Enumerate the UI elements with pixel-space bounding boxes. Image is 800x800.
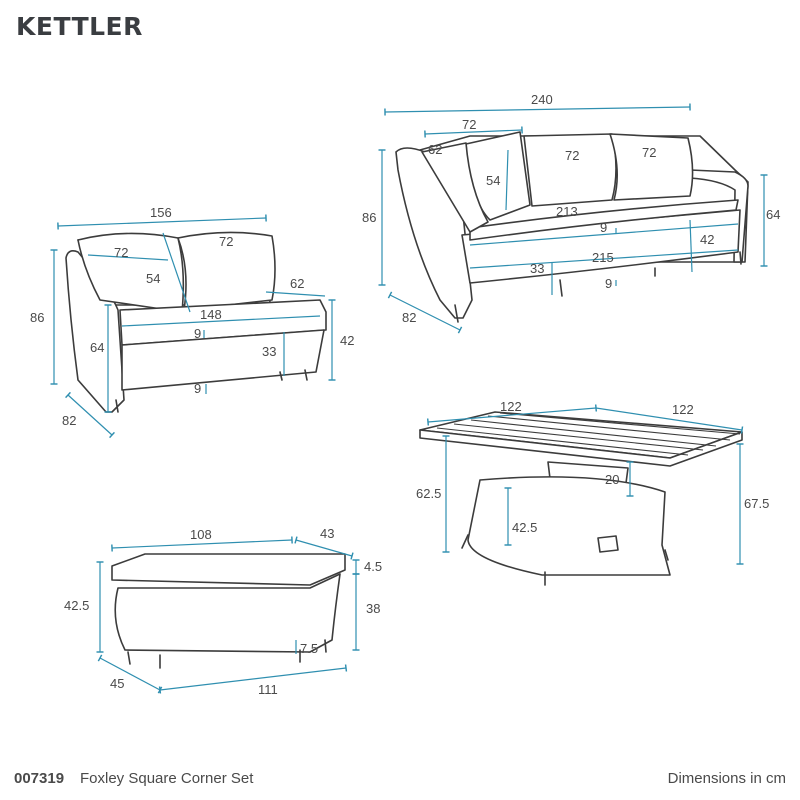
sofa2-back-height-label: 54 (146, 271, 160, 286)
sofa3-back-cushion-3 (609, 133, 694, 201)
sofa3-corner-depth-label: 62 (428, 142, 442, 157)
sofa2-base (121, 329, 325, 391)
sofa3-height-label: 86 (362, 210, 376, 225)
sofa2-cushion-2-width-label: 72 (219, 234, 233, 249)
sofa2-cushion-1-width-label: 72 (114, 245, 128, 260)
sofa3-depth-label: 82 (402, 310, 416, 325)
sofa3-seat-height-label: 42 (700, 232, 714, 247)
bench-width-label: 108 (190, 527, 212, 542)
bench-base-width-label: 111 (258, 682, 278, 697)
product-code: 007319 (14, 770, 65, 787)
bench-depth-label: 45 (110, 676, 124, 691)
sofa2-depth-label: 82 (62, 413, 76, 428)
table-low-height-label: 62.5 (416, 486, 441, 501)
bench (111, 553, 346, 669)
sofa3-width-label: 240 (531, 92, 553, 107)
units-note: Dimensions in cm (667, 770, 786, 787)
sofa3-seat-width-label: 213 (556, 204, 578, 219)
sofa3-seat-cushion (469, 199, 739, 241)
bench-depth-top-label: 43 (320, 526, 334, 541)
rising-table (419, 411, 743, 586)
table-dimension-labels: 122 122 20 62.5 67.5 42.5 (416, 399, 769, 535)
bench-top-thickness-label: 4.5 (364, 559, 382, 574)
sofa2-seat-width-label: 148 (200, 307, 222, 322)
bench-body-height-label: 38 (366, 601, 380, 616)
table-column-label: 20 (605, 472, 619, 487)
sofa2-seat-height-label: 42 (340, 333, 354, 348)
sofa3-cushion-3-width-label: 72 (642, 145, 656, 160)
sofa2-seat-depth-label: 62 (290, 276, 304, 291)
sofa2-width-label: 156 (150, 205, 172, 220)
sofa3-back-cushion-2 (523, 133, 617, 207)
table-width-label: 122 (500, 399, 522, 414)
table-high-height-label: 67.5 (744, 496, 769, 511)
sofa2-dimension-labels: 156 72 72 54 62 148 9 86 64 33 42 9 82 (30, 205, 354, 428)
sofa2-cushion-thickness-label: 9 (194, 326, 201, 341)
sofa2-leg-height-label: 9 (194, 381, 201, 396)
bench-body (114, 573, 341, 653)
product-name: Foxley Square Corner Set (80, 770, 254, 787)
bench-leg-height-label: 7.5 (300, 641, 318, 656)
sofa3-arm-height-label: 64 (766, 207, 780, 222)
sofa2-base-height-label: 33 (262, 344, 276, 359)
sofa3-back-height-label: 54 (486, 173, 500, 188)
sofa3-base-width-label: 215 (592, 250, 614, 265)
bench-height-label: 42.5 (64, 598, 89, 613)
dimension-lines (50, 103, 768, 694)
kettler-logo: KETTLER (16, 12, 143, 41)
sofa2-height-label: 86 (30, 310, 44, 325)
sofa2-back-cushion-1 (77, 232, 185, 313)
sofa3-base-height-label: 33 (530, 261, 544, 276)
sofa3-leg-height-label: 9 (605, 276, 612, 291)
sofa3-cushion-thickness-label: 9 (600, 220, 607, 235)
table-base (467, 476, 671, 576)
table-depth-label: 122 (672, 402, 694, 417)
three-seater-sofa (395, 131, 749, 323)
sofa3-corner-cushion (421, 142, 489, 233)
table-base-height-label: 42.5 (512, 520, 537, 535)
sofa3-cushion-2-width-label: 72 (565, 148, 579, 163)
sofa2-back-cushion-2 (177, 231, 276, 311)
bench-dimension-labels: 108 43 4.5 42.5 38 7.5 45 111 (64, 526, 382, 697)
sofa2-arm-height-label: 64 (90, 340, 104, 355)
sofa3-dimension-labels: 240 72 62 72 72 54 213 9 86 64 42 33 215… (362, 92, 780, 325)
sofa3-corner-cushion-width-label: 72 (462, 117, 476, 132)
bench-top (111, 553, 346, 586)
two-seater-sofa (65, 231, 327, 413)
